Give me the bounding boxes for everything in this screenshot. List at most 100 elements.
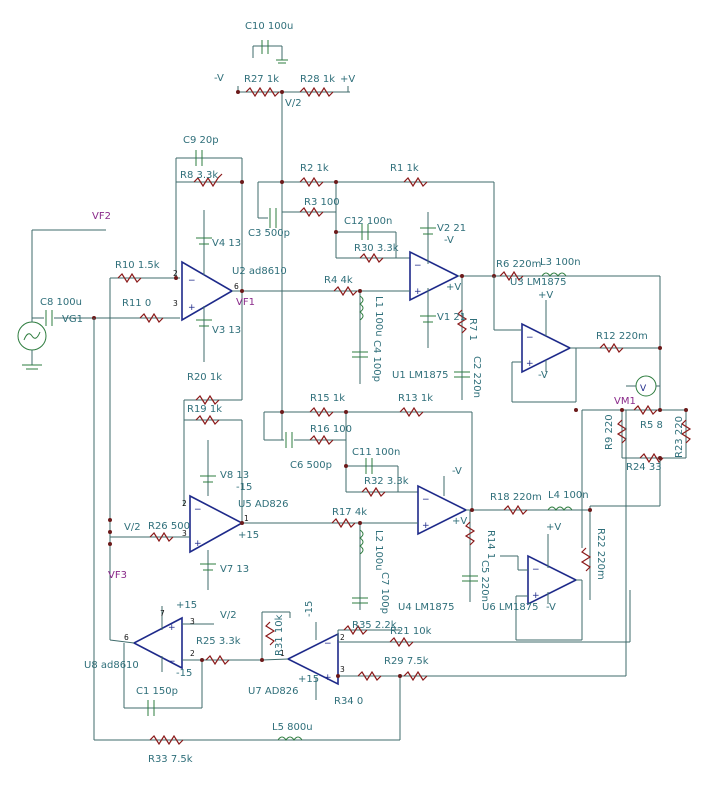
label-r9: R9 220 — [604, 414, 615, 450]
pin-u8-3: 3 — [190, 617, 195, 626]
label-r28: R28 1k — [300, 74, 335, 85]
svg-text:+: + — [532, 591, 540, 601]
pin-u7-out: 1 — [280, 649, 285, 658]
label-u5: U5 AD826 — [238, 499, 289, 510]
label-v2: V2 21 — [437, 223, 466, 234]
label-u3-pos: +V — [538, 290, 553, 301]
label-r20: R20 1k — [187, 372, 222, 383]
svg-text:+: + — [422, 521, 430, 531]
label-r5: R5 8 — [640, 420, 663, 431]
label-r15: R15 1k — [310, 393, 345, 404]
label-v1: V1 21 — [437, 312, 466, 323]
label-c10: C10 100u — [245, 21, 293, 32]
svg-text:+: + — [324, 673, 332, 683]
label-vf2: VF2 — [92, 211, 111, 222]
svg-text:−: − — [324, 639, 332, 649]
label-r25: R25 3.3k — [196, 636, 241, 647]
label-u8: U8 ad8610 — [84, 660, 139, 671]
bottom-feedback — [93, 318, 400, 746]
pin-u5-pos: 3 — [182, 529, 187, 538]
label-u8-neg: -15 — [176, 668, 192, 679]
label-vhalf-low: V/2 — [220, 610, 237, 621]
svg-text:+: + — [526, 359, 534, 369]
label-r24: R24 33 — [626, 462, 662, 473]
svg-text:−: − — [194, 505, 202, 515]
label-r12: R12 220m — [596, 331, 648, 342]
svg-text:−: − — [422, 495, 430, 505]
pin-u8-2: 2 — [190, 649, 195, 658]
label-v8-val: -15 — [236, 482, 252, 493]
label-r31: R31 10k — [274, 614, 285, 656]
svg-text:−: − — [414, 261, 422, 271]
pin-u5-neg: 2 — [182, 499, 187, 508]
u4-stage — [263, 406, 660, 602]
label-r1: R1 1k — [390, 163, 419, 174]
label-u5-pos: +15 — [238, 530, 259, 541]
pin-u7-2: 2 — [340, 633, 345, 642]
label-r7: R7 1 — [467, 318, 478, 341]
label-u1: U1 LM1875 — [392, 370, 449, 381]
label-u3-neg: -V — [538, 370, 548, 381]
svg-text:−: − — [526, 333, 534, 343]
u8-stage — [109, 606, 262, 716]
label-vf1: VF1 — [236, 297, 255, 308]
svg-text:−: − — [532, 565, 540, 575]
label-r10: R10 1.5k — [115, 260, 160, 271]
pin-u5-out: 1 — [244, 514, 249, 523]
label-r14: R14 1 — [485, 530, 496, 559]
label-v3: V3 13 — [212, 325, 241, 336]
label-r35: R35 2.2k — [352, 620, 397, 631]
label-r6: R6 220m — [496, 259, 541, 270]
label-u4-pos: +V — [452, 516, 467, 527]
label-r34: R34 0 — [334, 696, 363, 707]
label-r21: R21 10k — [390, 626, 432, 637]
label-v2-neg: -V — [444, 235, 454, 246]
label-r13: R13 1k — [398, 393, 433, 404]
label-r29: R29 7.5k — [384, 656, 429, 667]
label-vhalf-top: V/2 — [285, 98, 302, 109]
label-u4: U4 LM1875 — [398, 602, 455, 613]
label-r4: R4 4k — [324, 275, 353, 286]
label-neg-v: -V — [214, 73, 224, 84]
pin-u2-neg: 2 — [173, 269, 178, 278]
label-u6-pos: +V — [546, 522, 561, 533]
label-r18: R18 220m — [490, 492, 542, 503]
label-r27: R27 1k — [244, 74, 279, 85]
pin-u8-out: 6 — [124, 633, 129, 642]
label-r16: R16 100 — [310, 424, 352, 435]
label-vhalf-mid: V/2 — [124, 522, 141, 533]
label-r2: R2 1k — [300, 163, 329, 174]
label-u8-pos: +15 — [176, 600, 197, 611]
label-r8: R8 3.3k — [180, 170, 218, 181]
label-c5: C5 220n — [479, 560, 490, 602]
bias-network — [236, 40, 350, 440]
label-r19: R19 1k — [187, 404, 222, 415]
label-u7: U7 AD826 — [248, 686, 299, 697]
pin-u8-top: 7 — [160, 609, 165, 618]
voltmeter-icon: V — [640, 384, 647, 394]
label-r23: R23 220 — [674, 416, 685, 458]
label-v1-pos: +V — [446, 282, 461, 293]
label-c2: C2 220n — [471, 356, 482, 398]
u7-stage — [260, 410, 631, 740]
label-r22: R22 220m — [595, 528, 606, 580]
label-c7: C7 100p — [379, 572, 390, 614]
u6-stage — [500, 534, 583, 641]
label-v8: V8 13 — [220, 470, 249, 481]
u3-load — [493, 276, 692, 548]
label-u2: U2 ad8610 — [232, 266, 287, 277]
pin-u7-3: 3 — [340, 665, 345, 674]
svg-text:+: + — [168, 623, 176, 633]
svg-text:−: − — [168, 657, 176, 667]
label-u7-pos: +15 — [298, 674, 319, 685]
label-u3: U3 LM1875 — [510, 277, 567, 288]
label-c3: C3 500p — [248, 228, 290, 239]
label-v4: V4 13 — [212, 238, 241, 249]
label-vm1: VM1 — [614, 396, 636, 407]
label-c8: C8 100u — [40, 297, 82, 308]
u2-stage — [109, 150, 360, 640]
u5-stage — [108, 400, 418, 610]
svg-text:+: + — [414, 287, 422, 297]
label-r3: R3 100 — [304, 197, 340, 208]
